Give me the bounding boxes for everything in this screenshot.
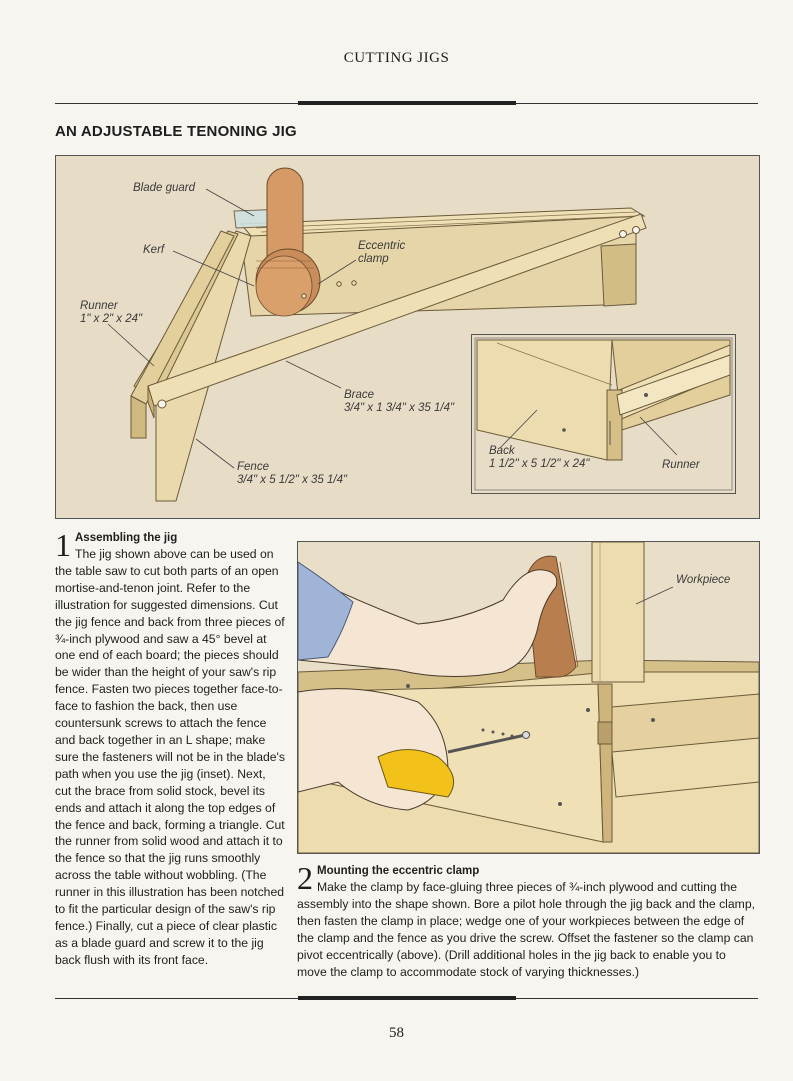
header-rule-accent [298, 101, 516, 105]
clamp-mounting-drawing [298, 542, 759, 853]
main-illustration: Back 1 1/2" x 5 1/2" x 24" Runner Blade … [55, 155, 760, 519]
step-1: 1 Assembling the jig The jig shown above… [55, 527, 285, 969]
callout-eccentric-line1: Eccentric [358, 240, 406, 252]
step-1-text: The jig shown above can be used on the t… [55, 547, 285, 967]
callout-back: Back 1 1/2" x 5 1/2" x 24" [489, 445, 589, 471]
inset-illustration: Back 1 1/2" x 5 1/2" x 24" Runner [471, 334, 736, 494]
callout-runner-dims: 1" x 2" x 24" [80, 313, 143, 325]
page-number: 58 [389, 1025, 404, 1041]
callout-eccentric-clamp: Eccentric clamp [358, 240, 405, 266]
callout-brace-name: Brace [344, 389, 375, 401]
inset-corner-drawing [474, 337, 733, 491]
callout-fence-dims: 3/4" x 5 1/2" x 35 1/4" [237, 474, 348, 486]
callout-kerf: Kerf [143, 244, 165, 256]
step-2-text: Make the clamp by face-gluing three piec… [297, 880, 755, 979]
callout-brace-dims: 3/4" x 1 3/4" x 35 1/4" [344, 402, 455, 414]
callout-blade-guard: Blade guard [133, 182, 196, 194]
callout-workpiece: Workpiece [676, 574, 731, 586]
footer-rule-accent [298, 996, 516, 1000]
step-1-number: 1 [55, 527, 71, 563]
callout-runner-name: Runner [80, 300, 118, 312]
step-2: 2 Mounting the eccentric clamp Make the … [297, 860, 758, 980]
callout-back-dims: 1 1/2" x 5 1/2" x 24" [489, 458, 590, 470]
callout-fence: Fence 3/4" x 5 1/2" x 35 1/4" [237, 461, 347, 487]
callout-runner: Runner 1" x 2" x 24" [80, 300, 142, 326]
step-2-title: Mounting the eccentric clamp [317, 865, 480, 877]
step-2-number: 2 [297, 860, 313, 896]
callout-inset-runner: Runner [662, 459, 700, 471]
step-2-illustration: Workpiece [297, 541, 760, 854]
callout-fence-name: Fence [237, 461, 269, 473]
callout-eccentric-line2: clamp [358, 253, 389, 265]
step-1-title: Assembling the jig [75, 532, 178, 544]
callout-back-name: Back [489, 445, 515, 457]
running-head: CUTTING JIGS [343, 50, 450, 66]
tenoning-jig-drawing [107, 167, 647, 502]
section-title: AN ADJUSTABLE TENONING JIG [55, 123, 297, 140]
callout-brace: Brace 3/4" x 1 3/4" x 35 1/4" [344, 389, 454, 415]
